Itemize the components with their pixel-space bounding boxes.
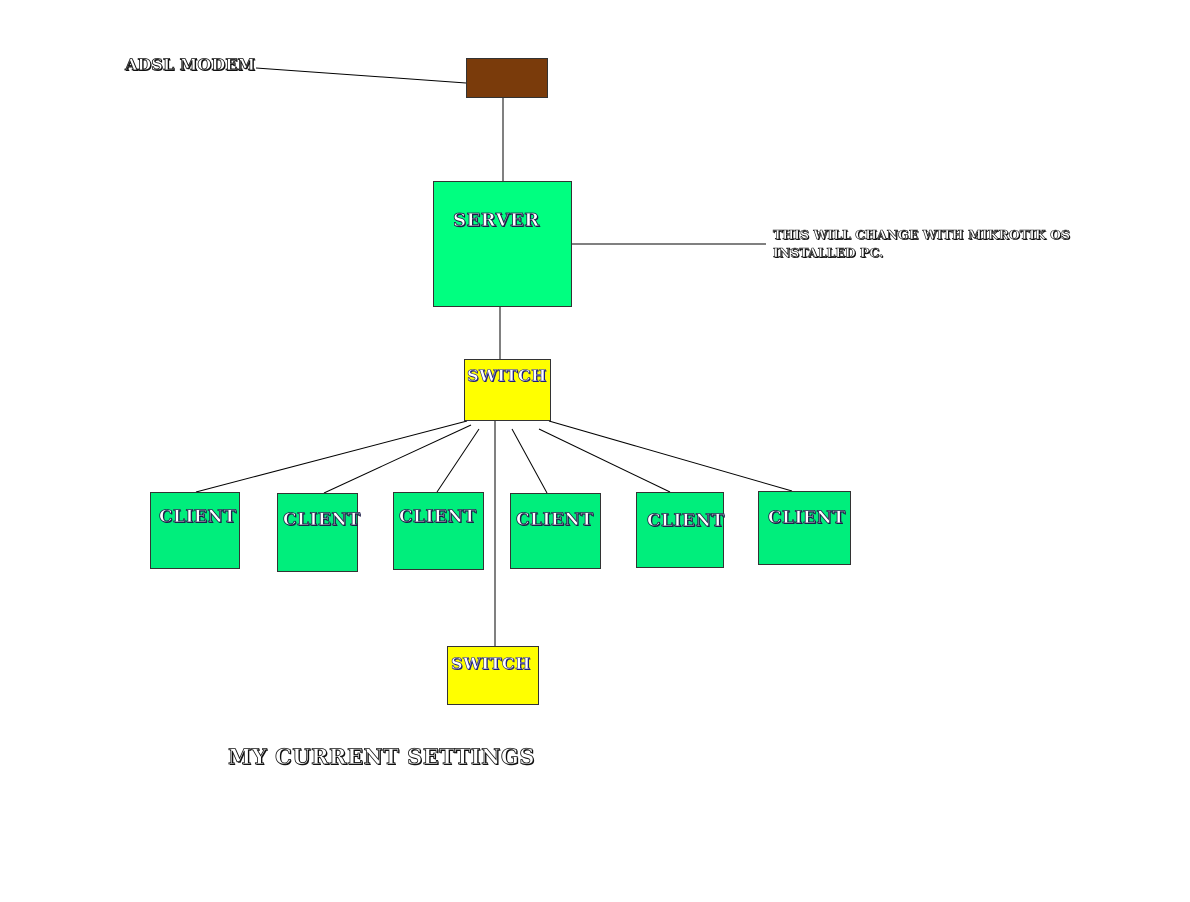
- server-label: SERVER: [453, 210, 540, 232]
- switch-client-link-6: [548, 420, 793, 492]
- client-label-4: CLIENT: [516, 510, 594, 531]
- switch-client-link-2: [323, 424, 472, 494]
- diagram-caption: MY CURRENT SETTINGS: [228, 744, 535, 770]
- switch-client-link-1: [195, 420, 468, 493]
- client-label-5: CLIENT: [647, 511, 725, 532]
- client-box-6: CLIENT: [758, 491, 851, 565]
- modem-callout-line: [255, 67, 467, 84]
- client-label-6: CLIENT: [768, 508, 846, 529]
- server-box: SERVER: [433, 181, 572, 307]
- client-box-4: CLIENT: [510, 493, 601, 569]
- server-note: THIS WILL CHANGE WITH MIKROTIK OS INSTAL…: [773, 226, 1071, 262]
- main-switch-box: SWITCH: [464, 359, 551, 421]
- client-box-1: CLIENT: [150, 492, 240, 569]
- modem-box: [466, 58, 548, 98]
- client-label-3: CLIENT: [399, 507, 477, 528]
- main-switch-label: SWITCH: [467, 366, 547, 386]
- switch-client-link-5: [538, 428, 671, 493]
- server-note-line-1: THIS WILL CHANGE WITH MIKROTIK OS: [773, 227, 1071, 243]
- client-box-5: CLIENT: [636, 492, 724, 568]
- client-label-2: CLIENT: [283, 510, 361, 531]
- client-box-2: CLIENT: [277, 493, 361, 572]
- secondary-switch-box: SWITCH: [447, 646, 539, 705]
- client-label-1: CLIENT: [159, 507, 237, 528]
- modem-label: ADSL MODEM: [125, 55, 256, 75]
- switch-client-link-4: [511, 428, 548, 494]
- client-box-3: CLIENT: [393, 492, 484, 570]
- server-note-line-2: INSTALLED PC.: [773, 245, 884, 261]
- switch-client-link-3: [436, 428, 480, 493]
- secondary-switch-label: SWITCH: [451, 654, 531, 674]
